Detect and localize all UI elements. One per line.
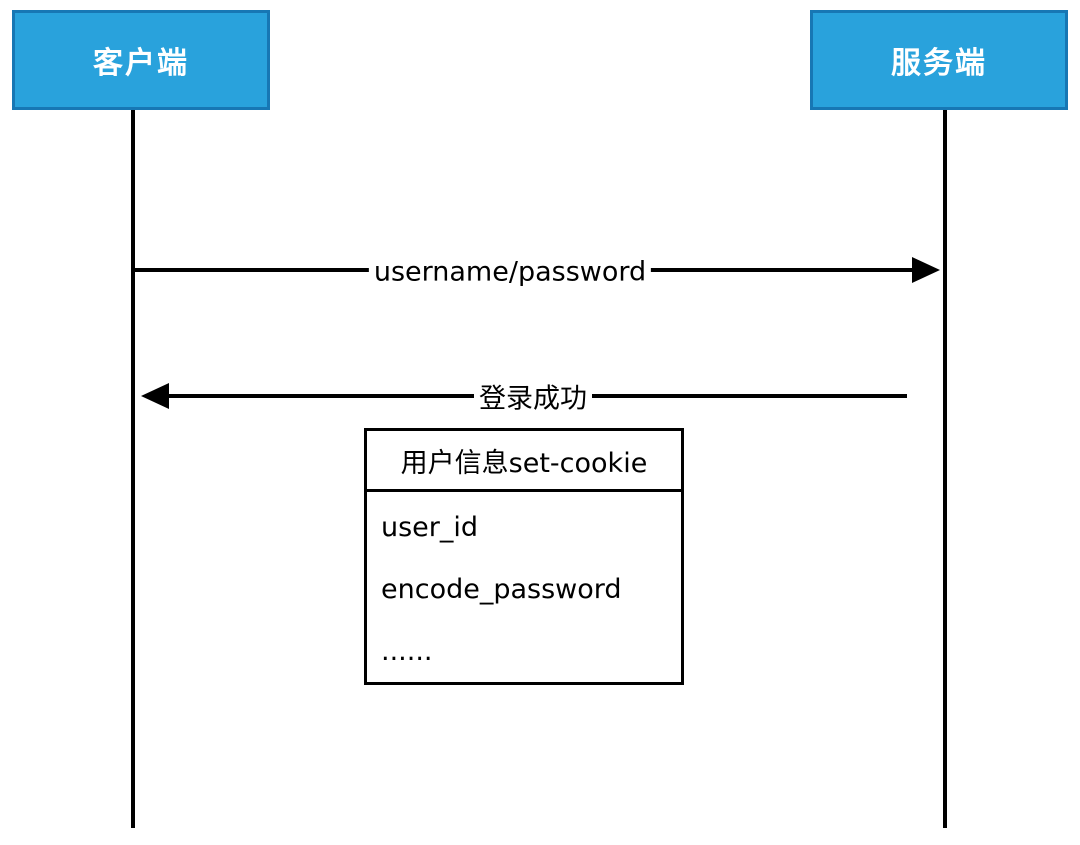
arrowhead-left-icon (141, 383, 169, 409)
message-label-username-password: username/password (368, 256, 652, 288)
cookie-row-user-id: user_id (381, 511, 479, 543)
actor-box-client: 客户端 (12, 10, 270, 110)
arrowhead-right-icon (912, 257, 940, 283)
lifeline-client (131, 110, 135, 828)
actor-box-server: 服务端 (810, 10, 1068, 110)
lifeline-server (943, 110, 947, 828)
actor-label-client: 客户端 (93, 46, 189, 81)
message-label-login-success: 登录成功 (474, 376, 592, 416)
cookie-info-box: 用户信息set-cookie user_id encode_password .… (364, 428, 684, 685)
cookie-box-body: user_id encode_password ...... (367, 492, 681, 682)
cookie-row-encode-password: encode_password (381, 573, 622, 605)
actor-label-server: 服务端 (891, 46, 987, 81)
cookie-row-ellipsis: ...... (381, 635, 433, 667)
cookie-box-title: 用户信息set-cookie (367, 431, 681, 492)
